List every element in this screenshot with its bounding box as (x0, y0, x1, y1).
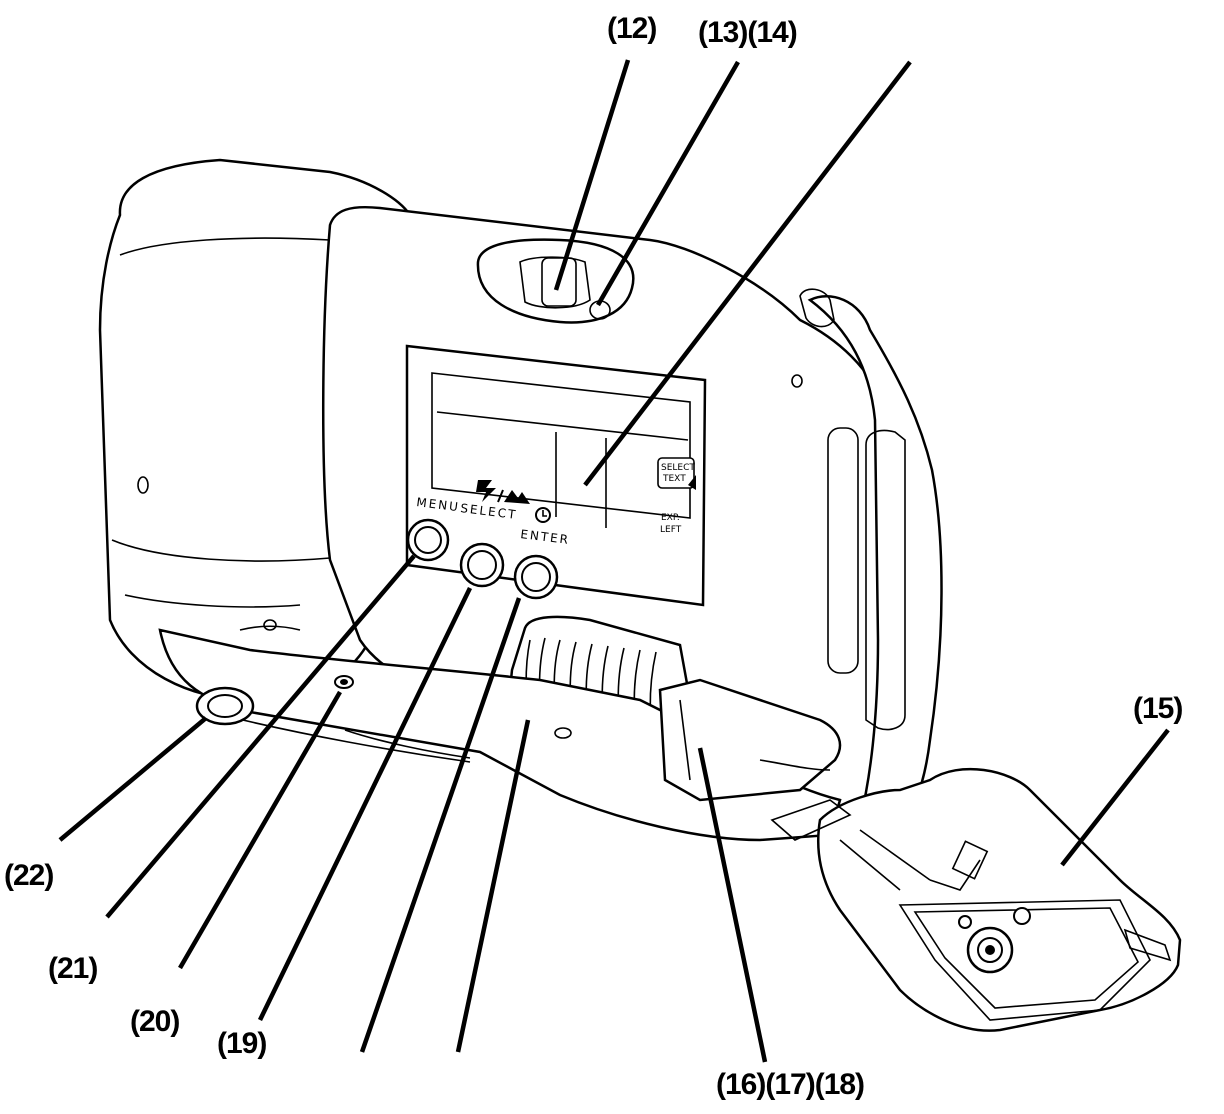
select-text-icon: SELECT TEXT (657, 457, 696, 490)
menu-label: MENU (416, 495, 461, 514)
battery-door (770, 767, 1182, 1032)
callout-labels: (12) (13)(14) (15) (16)(17)(18) (19) (20… (4, 12, 1183, 1101)
menu-button[interactable] (406, 518, 450, 562)
svg-text:TEXT: TEXT (662, 474, 686, 484)
callout-13-14: (13)(14) (698, 16, 797, 49)
enter-label: ENTER (520, 527, 571, 547)
select-label: SELECT (460, 501, 518, 522)
callout-15: (15) (1133, 692, 1182, 725)
enter-button[interactable] (513, 554, 559, 600)
flash-landscape-icon (476, 480, 530, 504)
callout-20: (20) (130, 1005, 179, 1038)
callout-12: (12) (607, 12, 656, 45)
exp-left-label-2: LEFT (660, 525, 682, 535)
callout-16-17-18: (16)(17)(18) (716, 1068, 864, 1101)
exp-left-label: EXP. (661, 513, 680, 523)
callout-19: (19) (217, 1027, 266, 1060)
callout-21: (21) (48, 952, 97, 985)
tripod-socket (195, 686, 255, 726)
leader-lines (58, 59, 1170, 1063)
callout-22: (22) (4, 859, 53, 892)
camera-body: SELECT TEXT EXP. LEFT MENU SELECT ENTER (98, 158, 1182, 1032)
self-timer-icon (535, 507, 551, 523)
select-button[interactable] (459, 542, 505, 588)
svg-text:SELECT: SELECT (661, 463, 695, 473)
